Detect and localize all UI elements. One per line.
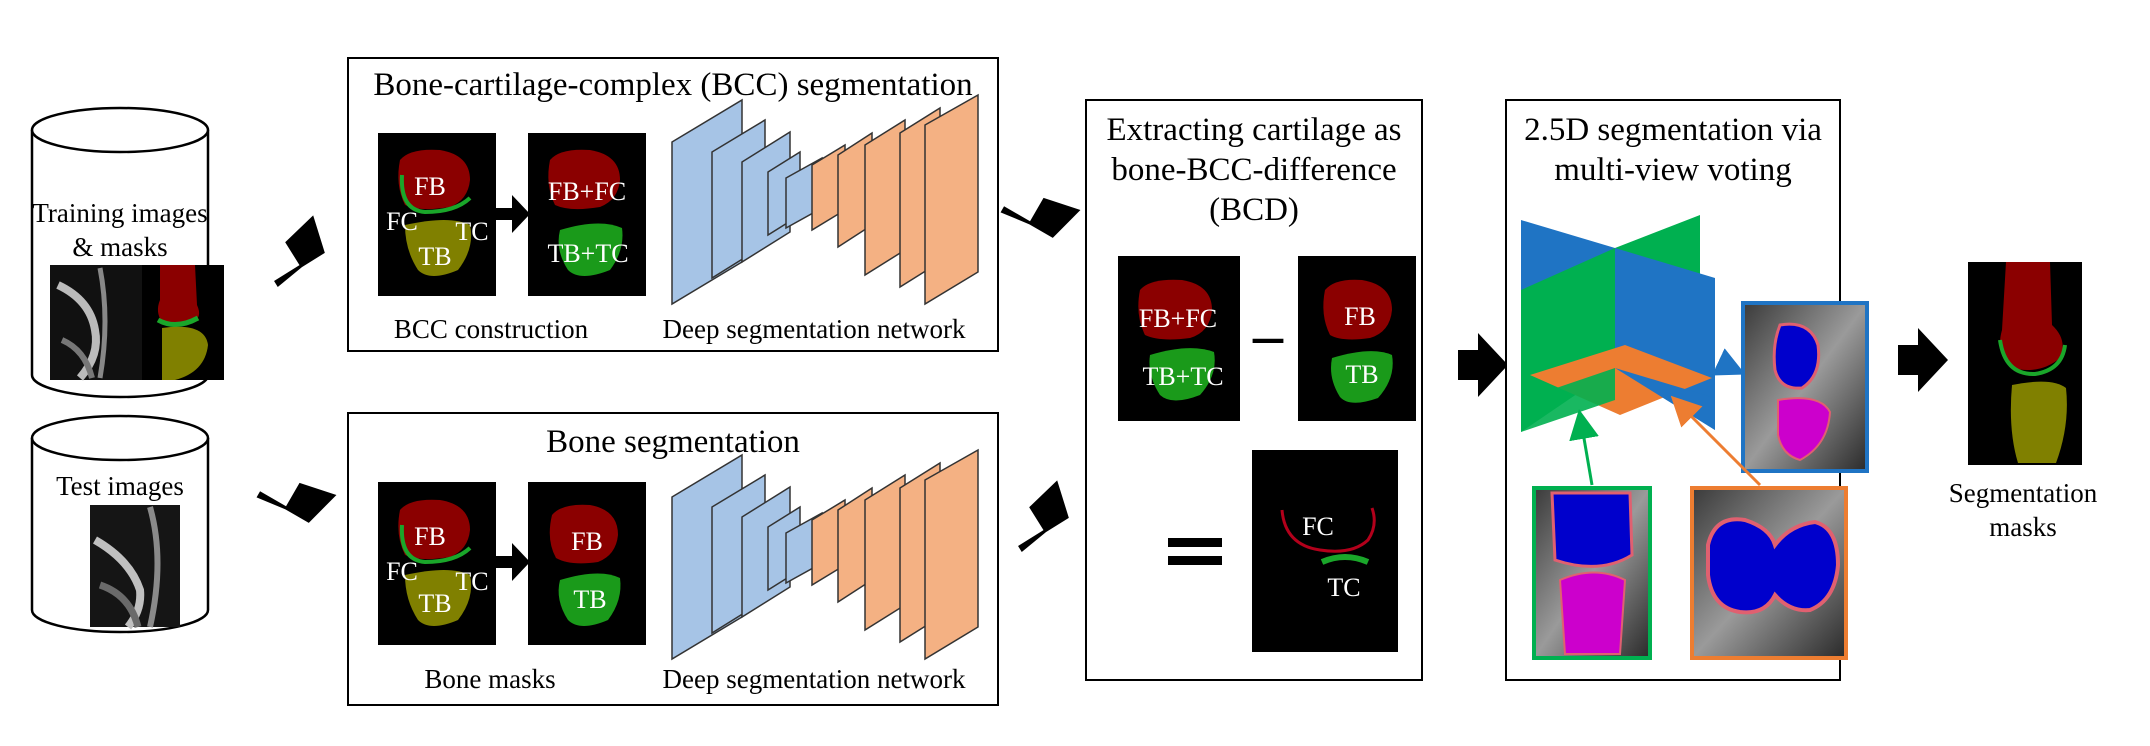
bcc-in-fc: FC: [386, 207, 418, 236]
bcc-in-tc: TC: [455, 217, 488, 246]
bcc-panel: Bone-cartilage-complex (BCC) segmentatio…: [347, 57, 999, 352]
axial-view: [1690, 486, 1848, 660]
bone-input-mask: FB FC TC TB: [378, 482, 496, 645]
training-mask-thumbnail: [142, 265, 224, 380]
bcc-construct-arrow: [496, 195, 530, 233]
bone-in-fb: FB: [414, 522, 446, 551]
multi-view-planes: [1521, 215, 1715, 432]
bcd-panel: Extracting cartilage as bone-BCC-differe…: [1085, 99, 1423, 681]
training-database: Training images & masks: [30, 106, 224, 399]
bcd-result-fc: FC: [1302, 512, 1334, 541]
bcd-left-fbfc: FB+FC: [1139, 304, 1217, 333]
bcd-title-line1: Extracting cartilage as: [1106, 112, 1401, 148]
bcd-result-mask: FC TC: [1252, 450, 1398, 652]
bone-construct-arrow: [496, 543, 530, 581]
voting-panel: 2.5D segmentation via multi-view voting: [1505, 99, 1869, 681]
output-label-line1: Segmentation: [1949, 478, 2098, 508]
bcd-right-fb: FB: [1344, 302, 1376, 331]
bcd-right-mask: FB TB: [1298, 256, 1416, 421]
sagittal-view: [1741, 301, 1869, 473]
bcd-right-tb: TB: [1345, 360, 1378, 389]
arrow-voting-to-output: [1898, 328, 1948, 392]
equals-sign: [1168, 538, 1222, 565]
bcd-title-line3: (BCD): [1209, 192, 1299, 228]
arrow-coronal: [1569, 409, 1599, 486]
arrow-sagittal: [1711, 348, 1746, 376]
bone-output-mask: FB TB: [528, 482, 646, 645]
bcc-out-tbtc: TB+TC: [547, 239, 628, 268]
coronal-view: [1532, 486, 1652, 660]
arrow-test-to-bone: [256, 482, 337, 523]
arrow-bone-to-bcd: [1018, 480, 1069, 552]
arrow-bcc-to-bcd: [1000, 197, 1081, 238]
bcc-caption-left: BCC construction: [394, 314, 589, 344]
arrow-train-to-bcc: [274, 215, 325, 287]
training-label-line1: Training images: [32, 198, 207, 228]
bone-panel-title: Bone segmentation: [546, 424, 800, 460]
bcd-left-tbtc: TB+TC: [1142, 362, 1223, 391]
bcc-in-tb: TB: [418, 242, 451, 271]
bcc-panel-title: Bone-cartilage-complex (BCC) segmentatio…: [373, 67, 972, 103]
bcc-out-fbfc: FB+FC: [548, 177, 626, 206]
output-label-line2: masks: [1989, 512, 2057, 542]
bone-in-fc: FC: [386, 557, 418, 586]
bcd-left-mask: FB+FC TB+TC: [1118, 256, 1240, 421]
bone-caption-right: Deep segmentation network: [663, 664, 966, 694]
bcd-title-line2: bone-BCC-difference: [1111, 152, 1396, 188]
bone-network: [671, 448, 979, 661]
voting-title-line1: 2.5D segmentation via: [1524, 112, 1822, 148]
minus-sign: –: [1252, 302, 1284, 368]
bone-out-tb: TB: [573, 585, 606, 614]
arrow-bcd-to-voting: [1458, 333, 1508, 397]
test-mri-thumbnail: [90, 505, 180, 630]
output-mask: [1968, 262, 2082, 465]
bcc-caption-right: Deep segmentation network: [663, 314, 966, 344]
test-label: Test images: [56, 471, 184, 501]
voting-title-line2: multi-view voting: [1554, 152, 1791, 188]
arrow-axial: [1670, 395, 1762, 487]
bone-panel: Bone segmentation FB FC TC TB FB TB: [347, 412, 999, 706]
bcc-in-fb: FB: [414, 172, 446, 201]
bcc-output-mask: FB+FC TB+TC: [528, 133, 646, 296]
test-database: Test images: [30, 414, 210, 634]
bone-in-tb: TB: [418, 589, 451, 618]
bone-out-fb: FB: [571, 527, 603, 556]
bone-in-tc: TC: [455, 567, 488, 596]
bcd-result-tc: TC: [1327, 573, 1360, 602]
bcc-network: [671, 93, 979, 306]
bone-caption-left: Bone masks: [424, 664, 555, 694]
bcc-input-mask: FB FC TC TB: [378, 133, 496, 296]
training-label-line2: & masks: [72, 232, 167, 262]
training-mri-thumbnail: [50, 265, 142, 381]
